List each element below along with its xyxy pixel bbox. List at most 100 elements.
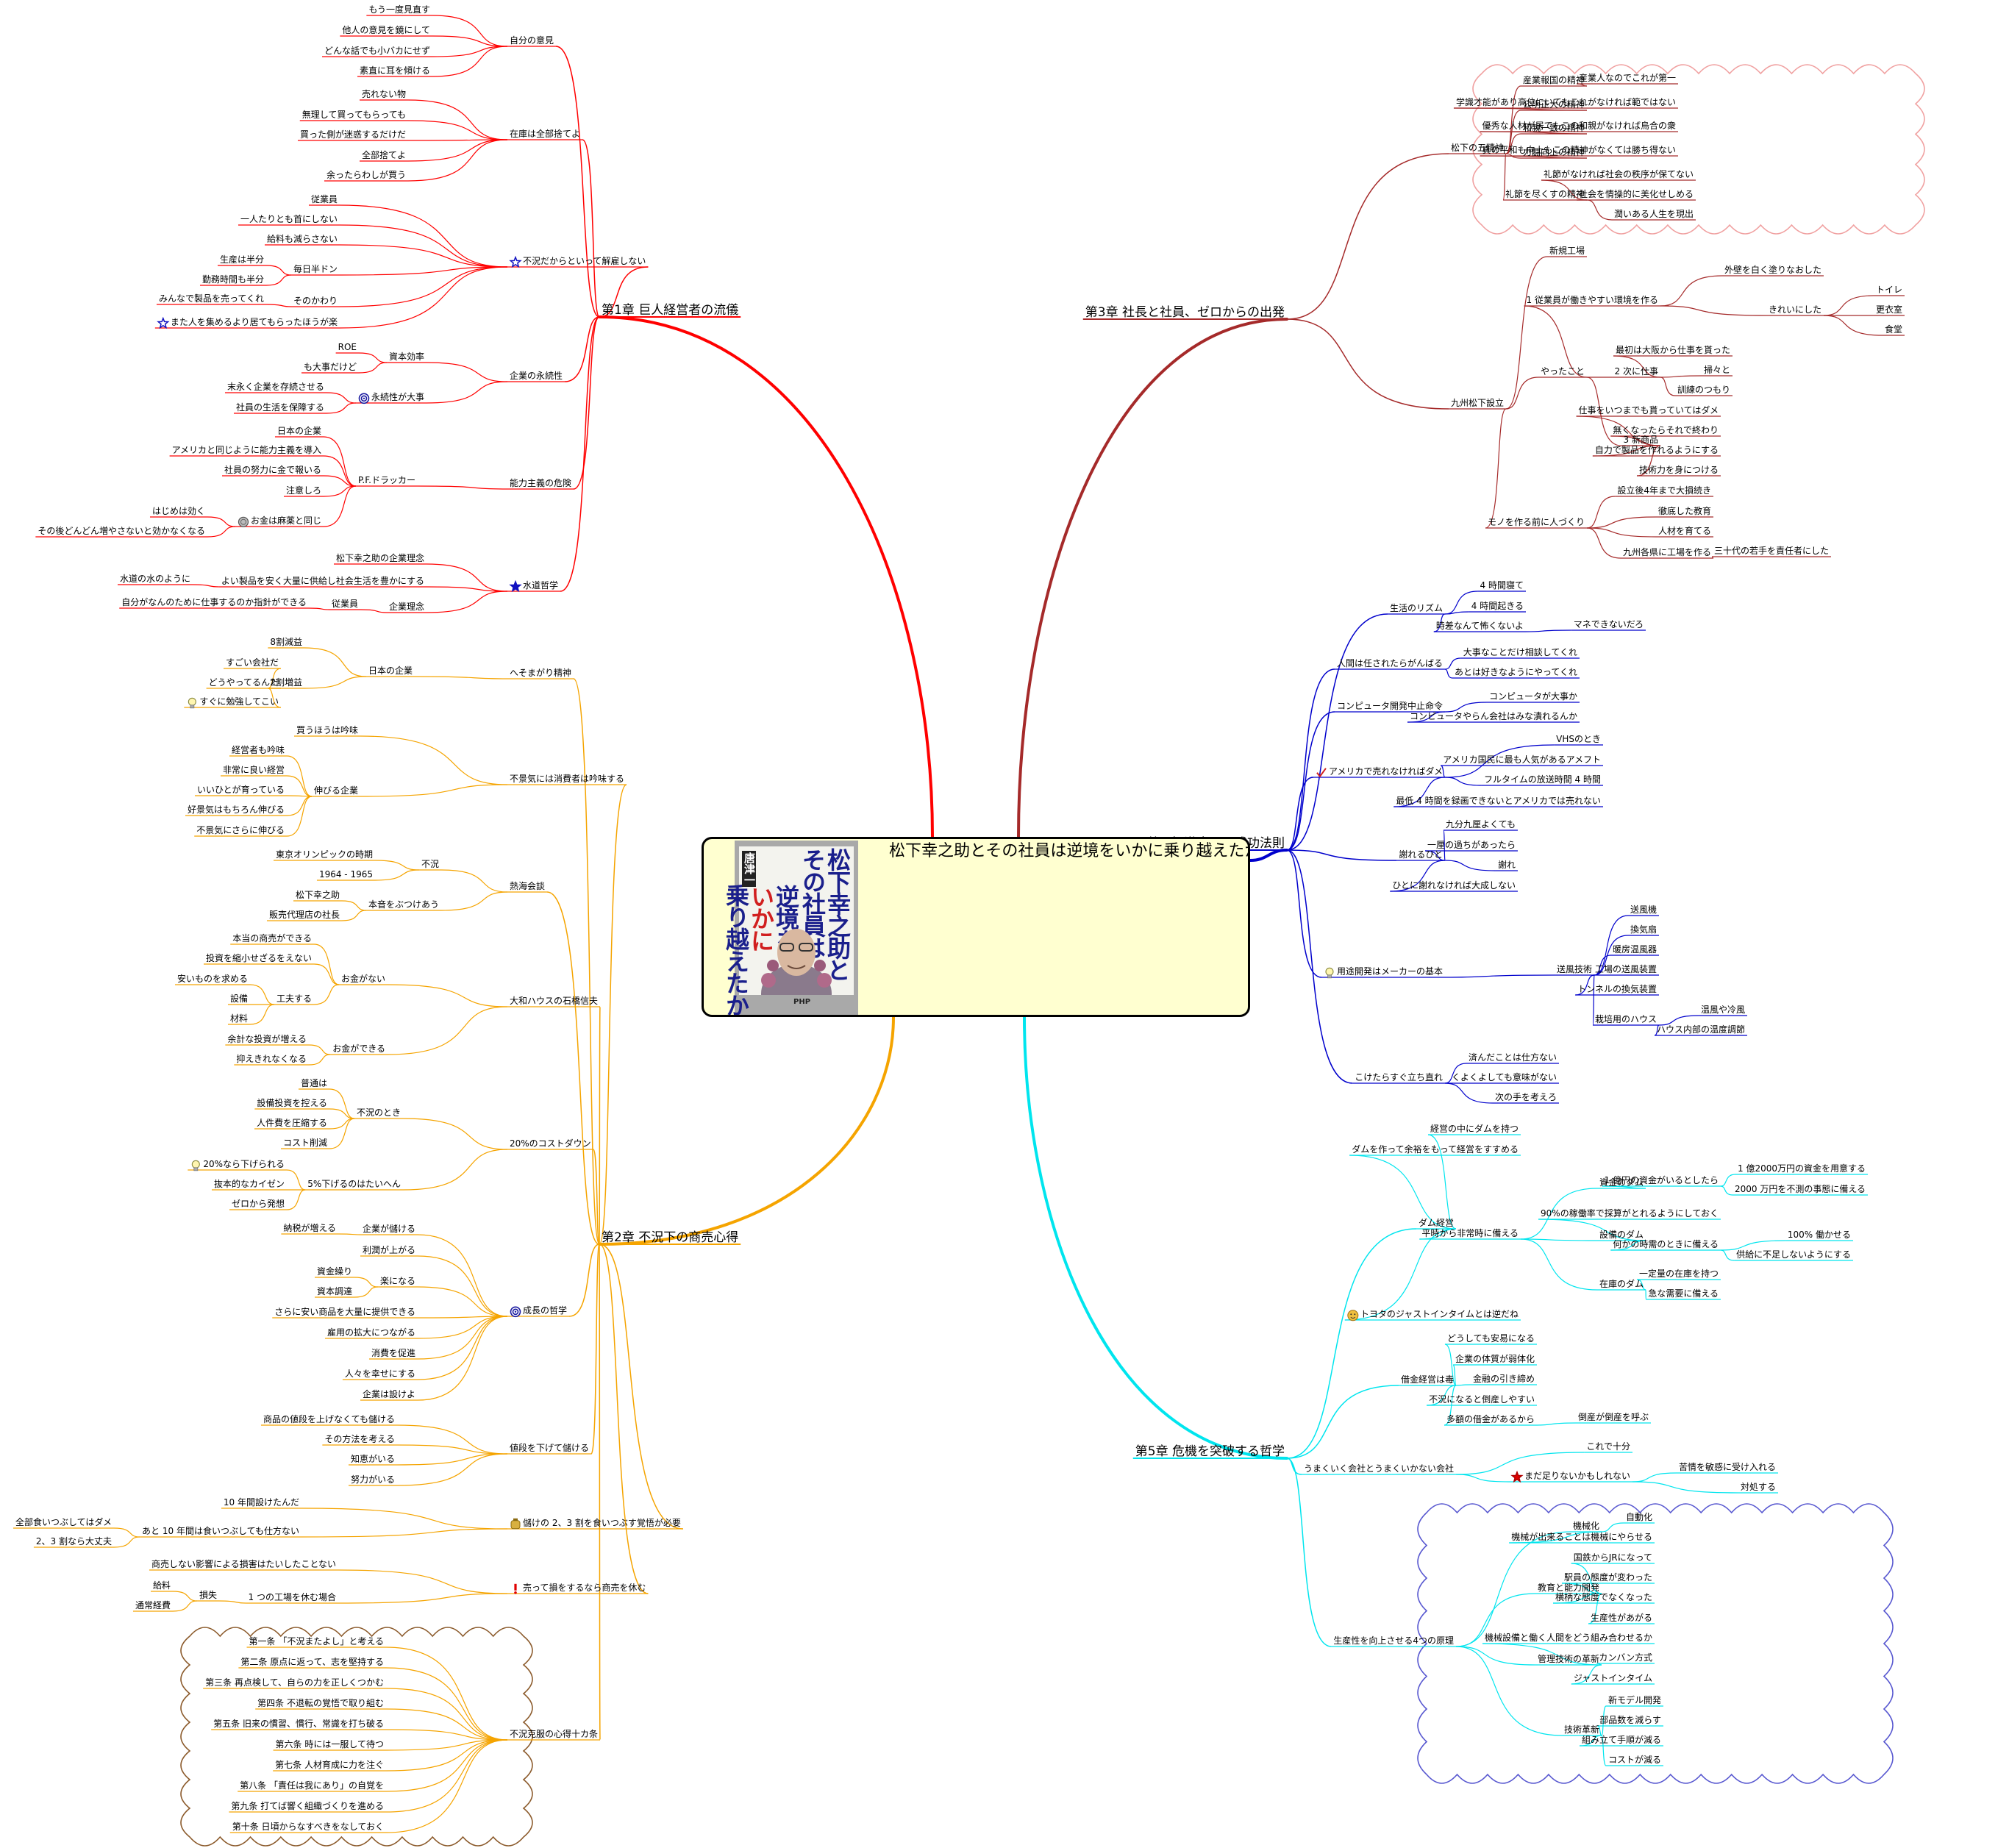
topic-89[interactable]: 成長の哲学: [510, 1305, 568, 1318]
topic-98[interactable]: 消費を促進: [371, 1347, 415, 1358]
topic-186[interactable]: 謝れ: [1498, 859, 1516, 870]
topic-136[interactable]: 力闘向上の精神: [1523, 146, 1585, 157]
topic-184[interactable]: 九分九厘よくても: [1446, 819, 1516, 830]
topic-245[interactable]: 技術革新: [1564, 1724, 1599, 1735]
topic-111[interactable]: 売って損をするなら商売を休む: [514, 1582, 646, 1594]
topic-138[interactable]: 礼節を尽くすの精神: [1505, 188, 1585, 199]
topic-115[interactable]: 給料: [153, 1580, 171, 1591]
topic-14[interactable]: 一人たりとも首にしない: [240, 214, 338, 224]
topic-110[interactable]: 2、3 割なら大丈夫: [36, 1535, 112, 1546]
topic-46[interactable]: へそまがり精神: [510, 667, 571, 678]
topic-95[interactable]: 資本調達: [317, 1286, 352, 1296]
topic-248[interactable]: 組み立て手順が減る: [1582, 1734, 1661, 1745]
topic-154[interactable]: 訓練のつもり: [1677, 384, 1730, 395]
topic-71[interactable]: 投資を縮小せざるをえない: [206, 952, 312, 963]
topic-157[interactable]: 無くなったらそれで終わり: [1613, 424, 1719, 435]
topic-231[interactable]: 対処する: [1741, 1482, 1776, 1492]
topic-7[interactable]: 売れない物: [362, 88, 406, 99]
topic-44[interactable]: 自分がなんのために仕事するのか指針ができる: [121, 596, 307, 607]
topic-79[interactable]: 20%のコストダウン: [510, 1138, 591, 1149]
topic-143[interactable]: 新規工場: [1549, 245, 1585, 256]
topic-133[interactable]: 学識才能があり高位にいてもこれがなければ範ではない: [1456, 96, 1676, 107]
topic-229[interactable]: まだ足りないかもしれない: [1510, 1470, 1630, 1483]
topic-117[interactable]: 不況克服の心得十カ条: [510, 1728, 598, 1739]
topic-61[interactable]: 熱海会談: [510, 880, 545, 891]
topic-109[interactable]: 全部食いつぶしてはダメ: [15, 1516, 112, 1527]
topic-246[interactable]: 新モデル開発: [1608, 1694, 1661, 1705]
topic-26[interactable]: 永続性が大事: [358, 391, 424, 404]
topic-34[interactable]: 注意しろ: [286, 485, 321, 496]
topic-155[interactable]: 3 新商品: [1624, 434, 1658, 445]
topic-32[interactable]: アメリカと同じように能力主義を導入: [172, 444, 321, 455]
topic-204[interactable]: 経営の中にダムを持つ: [1430, 1123, 1519, 1134]
topic-37[interactable]: その後どんどん増やさないと効かなくなる: [38, 525, 205, 536]
central-topic[interactable]: 松下幸之助と その社員は 逆境を いかに 乗り越えたか 唐津一 PHP 松下幸之…: [702, 837, 1250, 1017]
topic-42[interactable]: 企業理念: [389, 601, 424, 612]
topic-3[interactable]: 他人の意見を鏡にして: [342, 24, 430, 35]
topic-127[interactable]: 第十条 日頃からなすべきをなしておく: [232, 1822, 384, 1832]
topic-120[interactable]: 第三条 再点検して、自らの力を正しくつかむ: [205, 1677, 384, 1688]
topic-131[interactable]: 産業人なのでこれが第一: [1579, 72, 1676, 83]
topic-112[interactable]: 商売しない影響による損害はたいしたことない: [151, 1558, 336, 1569]
topic-21[interactable]: また人を集めるより居てもらったほうが楽: [157, 316, 338, 329]
topic-171[interactable]: マネできないだろ: [1574, 619, 1644, 629]
topic-222[interactable]: 企業の体質が弱体化: [1455, 1353, 1535, 1364]
topic-125[interactable]: 第八条 「責任は我にあり」の自覚を: [240, 1780, 384, 1791]
topic-53[interactable]: 不景気には消費者は吟味する: [510, 773, 624, 784]
topic-163[interactable]: 人材を育てる: [1658, 525, 1711, 536]
topic-55[interactable]: 伸びる企業: [314, 785, 358, 796]
topic-160[interactable]: モノを作る前に人づくり: [1488, 516, 1585, 527]
topic-203[interactable]: ダム経営: [1419, 1217, 1454, 1228]
topic-17[interactable]: 生産は半分: [220, 254, 264, 265]
topic-30[interactable]: P.F.ドラッカー: [358, 475, 415, 485]
topic-247[interactable]: 部品数を減らす: [1599, 1714, 1661, 1725]
topic-164[interactable]: 九州各県に工場を作る: [1623, 546, 1711, 557]
topic-221[interactable]: どうしても安易になる: [1447, 1333, 1535, 1344]
topic-103[interactable]: その方法を考える: [324, 1433, 395, 1444]
topic-179[interactable]: VHSのとき: [1556, 734, 1601, 744]
topic-83[interactable]: 人件費を圧縮する: [257, 1117, 327, 1128]
topic-116[interactable]: 通常経費: [135, 1599, 171, 1610]
topic-147[interactable]: きれいにした: [1769, 304, 1821, 315]
topic-209[interactable]: 1 億2000万円の資金を用意する: [1738, 1163, 1866, 1174]
topic-49[interactable]: 2割増益: [270, 677, 302, 688]
topic-150[interactable]: 食堂: [1885, 324, 1902, 335]
topic-64[interactable]: 1964 - 1965: [319, 869, 373, 880]
topic-40[interactable]: よい製品を安く大量に供給し社会生活を豊かにする: [221, 575, 424, 586]
topic-51[interactable]: どうやってるんだ: [209, 677, 279, 688]
topic-208[interactable]: 1 億円の資金がいるとしたら: [1605, 1174, 1719, 1185]
topic-165[interactable]: 三十代の若手を責任者にした: [1714, 546, 1829, 556]
topic-235[interactable]: 機械が出来ることは機械にやらせる: [1511, 1531, 1652, 1542]
topic-76[interactable]: お金ができる: [332, 1043, 385, 1054]
topic-195[interactable]: 栽培用のハウス: [1595, 1013, 1657, 1024]
topic-237[interactable]: 国鉄からJRになって: [1574, 1552, 1652, 1563]
topic-213[interactable]: 何かの時需のときに備える: [1613, 1238, 1719, 1249]
topic-217[interactable]: 一定量の在庫を持つ: [1639, 1268, 1719, 1279]
topic-121[interactable]: 第四条 不退転の覚悟で取り組む: [257, 1697, 384, 1708]
topic-18[interactable]: 勤務時間も半分: [202, 274, 264, 285]
topic-4[interactable]: どんな話でも小バカにせず: [324, 45, 430, 56]
topic-249[interactable]: コストが減る: [1608, 1754, 1661, 1765]
topic-161[interactable]: 設立後4年まで大損続き: [1617, 485, 1711, 496]
topic-243[interactable]: カンバン方式: [1599, 1652, 1652, 1663]
topic-86[interactable]: 20%なら下げられる: [191, 1159, 285, 1171]
topic-108[interactable]: あと 10 年間は食いつぶしても仕方ない: [142, 1525, 299, 1536]
topic-175[interactable]: コンピュータ開発中止命令: [1337, 700, 1443, 711]
topic-142[interactable]: 九州松下設立: [1451, 397, 1504, 408]
topic-199[interactable]: 済んだことは仕方ない: [1469, 1052, 1557, 1063]
topic-233[interactable]: 機械化: [1573, 1520, 1599, 1531]
topic-27[interactable]: 末永く企業を存続させる: [227, 381, 324, 392]
topic-45[interactable]: 第2章 不況下の商売心得: [602, 1230, 738, 1245]
topic-146[interactable]: 外壁を白く塗りなおした: [1724, 264, 1821, 275]
topic-234[interactable]: 自動化: [1626, 1512, 1652, 1522]
topic-211[interactable]: 設備のダム: [1599, 1229, 1644, 1240]
topic-212[interactable]: 90%の稼働率で採算がとれるようにしておく: [1541, 1207, 1719, 1219]
topic-67[interactable]: 販売代理店の社長: [269, 909, 340, 920]
topic-240[interactable]: 生産性があがる: [1591, 1612, 1652, 1623]
topic-60[interactable]: 不景気にさらに伸びる: [196, 824, 285, 835]
topic-129[interactable]: 松下の五精神: [1451, 143, 1504, 153]
topic-90[interactable]: 企業が儲ける: [363, 1223, 415, 1234]
topic-106[interactable]: 儲けの 2、3 割を食いつぶす覚悟が必要: [510, 1517, 681, 1530]
topic-126[interactable]: 第九条 打てば響く組織づくりを進める: [231, 1800, 384, 1811]
topic-100[interactable]: 企業は設けよ: [363, 1388, 415, 1399]
